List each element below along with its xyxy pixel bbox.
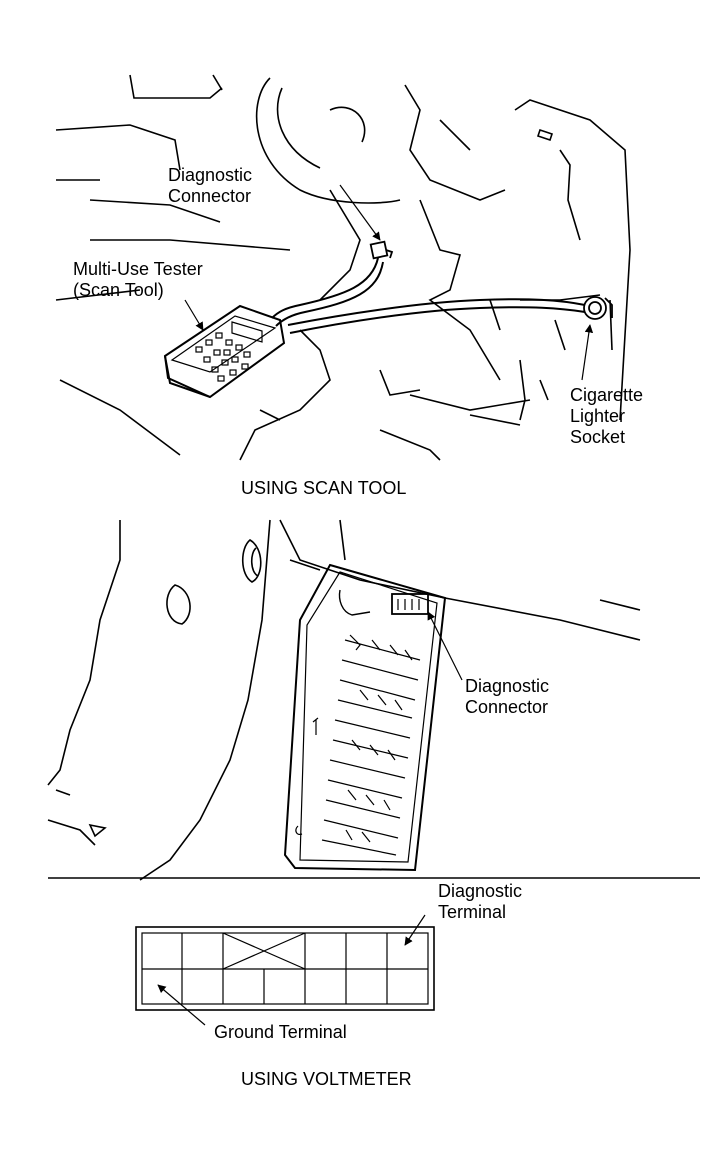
cigarette-lighter-socket (581, 296, 613, 381)
caption-scan-tool: USING SCAN TOOL (241, 478, 407, 498)
caption-voltmeter: USING VOLTMETER (241, 1069, 412, 1089)
diagnostic-connector-label-bottom: Diagnostic Connector (465, 676, 550, 717)
fuse-box (283, 563, 447, 872)
ground-terminal-label: Ground Terminal (214, 1022, 347, 1042)
tester-cables (271, 257, 586, 334)
dashboard-outline (55, 74, 631, 461)
scan-tool (163, 299, 286, 399)
diagnostic-connector-label-top: Diagnostic Connector (168, 165, 253, 206)
lighter-socket-label: Cigarette Lighter Socket (570, 385, 644, 447)
diagnostic-connector-top (339, 184, 394, 260)
scan-tool-label: Multi-Use Tester (Scan Tool) (73, 259, 203, 300)
kick-panel-outline (47, 519, 700, 881)
diagnostic-connector-bottom (391, 593, 463, 681)
diagnostic-terminal-label: Diagnostic Terminal (438, 881, 523, 922)
terminal-grid (135, 914, 435, 1026)
